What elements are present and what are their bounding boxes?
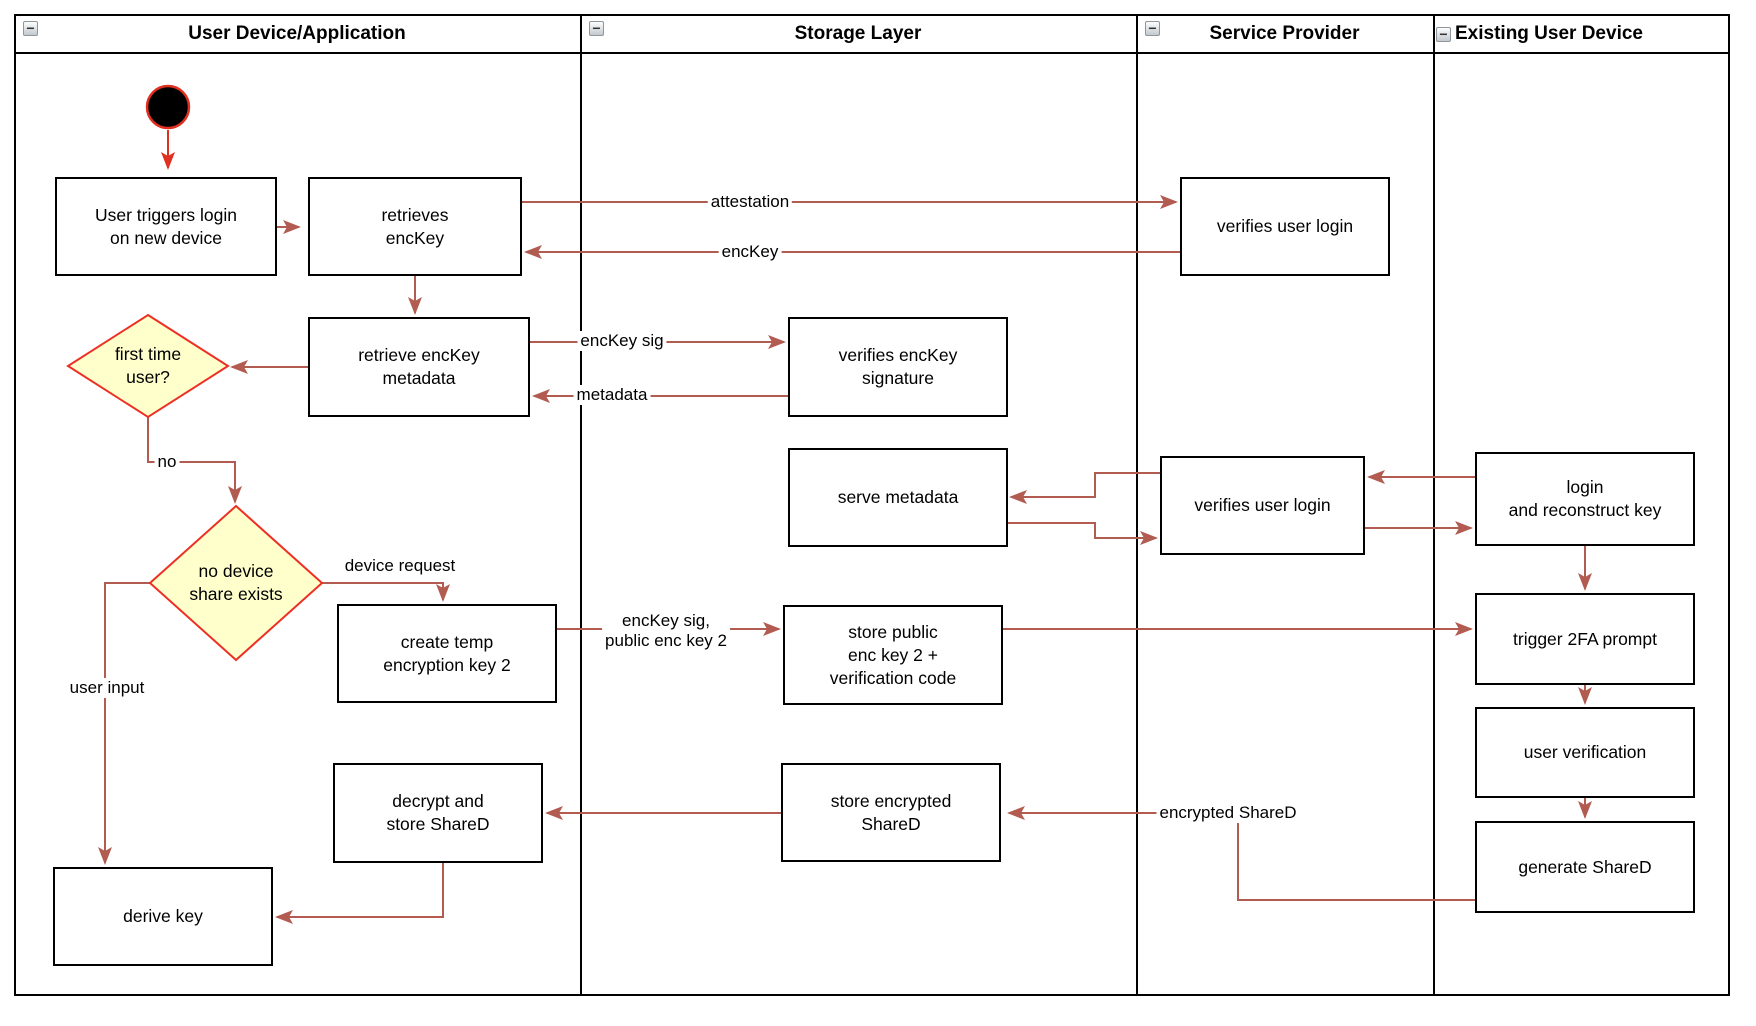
activity-decrypt-and-store-shared[interactable]: decrypt and store ShareD	[333, 763, 543, 863]
edge-encrypted-shared[interactable]	[1007, 806, 1475, 901]
edge-label-metadata[interactable]: metadata	[573, 385, 651, 405]
activity-user-triggers-login[interactable]: User triggers login on new device	[55, 177, 277, 276]
activity-generate-shared[interactable]: generate ShareD	[1475, 821, 1695, 913]
activity-verifies-enckey-signature[interactable]: verifies encKey signature	[788, 317, 1008, 417]
edge-label-encrypted-shared[interactable]: encrypted ShareD	[1156, 803, 1300, 823]
lane-divider-2	[1136, 14, 1138, 996]
decision-no-device-share-label: no device share exists	[189, 561, 283, 604]
activity-verifies-user-login-mid[interactable]: verifies user login	[1160, 456, 1365, 555]
collapse-icon[interactable]: −	[1145, 21, 1160, 36]
activity-create-temp-encryption-key-2[interactable]: create temp encryption key 2	[337, 604, 557, 703]
edge-serve-metadata-to-verifies[interactable]	[1007, 522, 1158, 545]
activity-store-public-enc-key-2[interactable]: store public enc key 2 + verification co…	[783, 605, 1003, 705]
collapse-icon[interactable]: −	[589, 21, 604, 36]
activity-serve-metadata[interactable]: serve metadata	[788, 448, 1008, 547]
edge-label-enckey-sig[interactable]: encKey sig	[577, 331, 667, 351]
decision-no-device-share[interactable]	[148, 504, 324, 662]
activity-store-encrypted-shared[interactable]: store encrypted ShareD	[781, 763, 1001, 862]
edge-label-user-input[interactable]: user input	[66, 678, 148, 698]
edge-device-request[interactable]	[322, 582, 450, 602]
lane-header-existing-user-device: − Existing User Device	[1436, 16, 1728, 52]
edge-label-enckey-sig-public[interactable]: encKey sig, public enc key 2	[602, 611, 730, 651]
lane-header-service-provider: − Service Provider	[1138, 16, 1431, 52]
activity-user-verification[interactable]: user verification	[1475, 707, 1695, 798]
activity-trigger-2fa-prompt[interactable]: trigger 2FA prompt	[1475, 593, 1695, 685]
collapse-icon[interactable]: −	[23, 21, 38, 36]
activity-login-and-reconstruct-key[interactable]: login and reconstruct key	[1475, 452, 1695, 546]
lane-title: Storage Layer	[794, 23, 922, 44]
edge-label-attestation[interactable]: attestation	[707, 192, 793, 212]
edge-user-input[interactable]	[98, 582, 150, 865]
lane-header-user-device: − User Device/Application	[16, 16, 578, 52]
lane-divider-1	[580, 14, 582, 996]
collapse-icon[interactable]: −	[1436, 26, 1451, 42]
activity-retrieve-enckey-metadata[interactable]: retrieve encKey metadata	[308, 317, 530, 417]
lane-title: Service Provider	[1209, 23, 1360, 44]
edge-decrypt-to-derive[interactable]	[275, 863, 444, 924]
edge-verifies-to-serve-metadata[interactable]	[1009, 472, 1160, 504]
lane-divider-3	[1433, 14, 1435, 996]
lane-title: Existing User Device	[1455, 23, 1643, 44]
initial-node[interactable]	[145, 84, 191, 130]
lane-header-storage-layer: − Storage Layer	[582, 16, 1134, 52]
decision-first-time-user[interactable]	[66, 313, 230, 419]
edge-label-no[interactable]: no	[154, 452, 180, 472]
activity-derive-key[interactable]: derive key	[53, 867, 273, 966]
decision-first-time-user-label: first time user?	[114, 344, 182, 387]
edge-label-enckey[interactable]: encKey	[718, 242, 782, 262]
edge-label-device-request[interactable]: device request	[341, 556, 459, 576]
activity-retrieves-enckey[interactable]: retrieves encKey	[308, 177, 522, 276]
header-separator	[14, 52, 1730, 54]
lane-title: User Device/Application	[188, 23, 406, 44]
edge-no-branch[interactable]	[147, 417, 242, 504]
activity-verifies-user-login-top[interactable]: verifies user login	[1180, 177, 1390, 276]
